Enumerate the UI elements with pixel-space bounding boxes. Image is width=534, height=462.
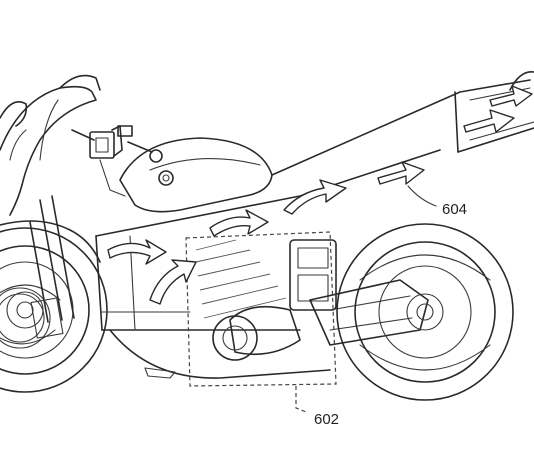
front-fairing	[0, 74, 101, 263]
front-brake-disc	[0, 287, 51, 349]
fuel-tank	[119, 137, 273, 213]
handlebar-assembly	[71, 125, 163, 197]
front-wheel	[0, 227, 108, 393]
region-602-boundary	[185, 231, 337, 413]
engine-assembly	[212, 239, 337, 361]
rear-wheel	[336, 223, 514, 401]
ref-label-604: 604	[442, 201, 467, 218]
front-fork	[29, 195, 75, 339]
intake-hatching	[195, 239, 287, 319]
swingarm	[309, 279, 429, 346]
belly-pan	[109, 329, 331, 379]
leader-lines	[407, 185, 437, 207]
ref-label-602: 602	[314, 411, 339, 428]
airflow-arrows	[107, 85, 533, 305]
